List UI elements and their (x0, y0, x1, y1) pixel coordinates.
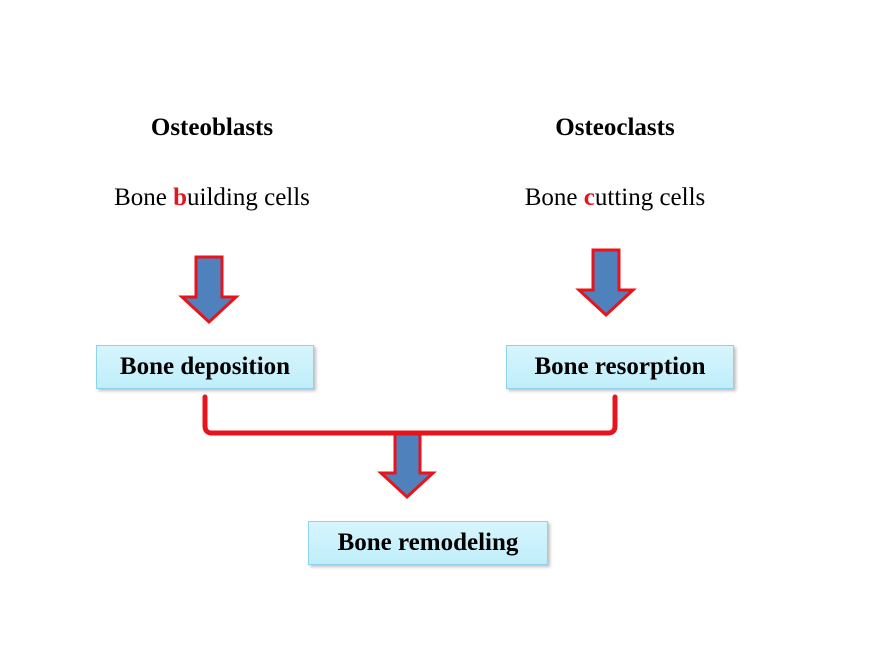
osteoclasts-heading: Osteoclasts (555, 114, 675, 141)
bone-remodeling-box: Bone remodeling (308, 521, 548, 565)
down-arrow-left-icon (178, 255, 240, 325)
osteoblasts-description-highlight: b (173, 184, 188, 211)
down-arrow-right-icon (575, 248, 637, 318)
osteoblasts-description-suffix: uilding cells (187, 184, 310, 211)
down-arrow-center-icon (377, 432, 437, 500)
bone-resorption-label: Bone resorption (534, 353, 706, 380)
osteoblasts-heading: Osteoblasts (150, 114, 274, 141)
merge-connector (202, 394, 618, 436)
osteoclasts-description-suffix: utting cells (594, 184, 706, 211)
bone-deposition-label: Bone deposition (119, 353, 291, 380)
osteoclasts-description: Bone cutting cells (525, 185, 706, 210)
osteoblasts-description-prefix: Bone (114, 184, 174, 211)
bone-remodeling-label: Bone remodeling (337, 529, 519, 556)
bone-resorption-box: Bone resorption (506, 345, 734, 389)
osteoblasts-description: Bone building cells (114, 185, 310, 210)
osteoclasts-description-prefix: Bone (524, 184, 584, 211)
bone-deposition-box: Bone deposition (96, 345, 314, 389)
osteoclasts-description-highlight: c (583, 184, 595, 211)
